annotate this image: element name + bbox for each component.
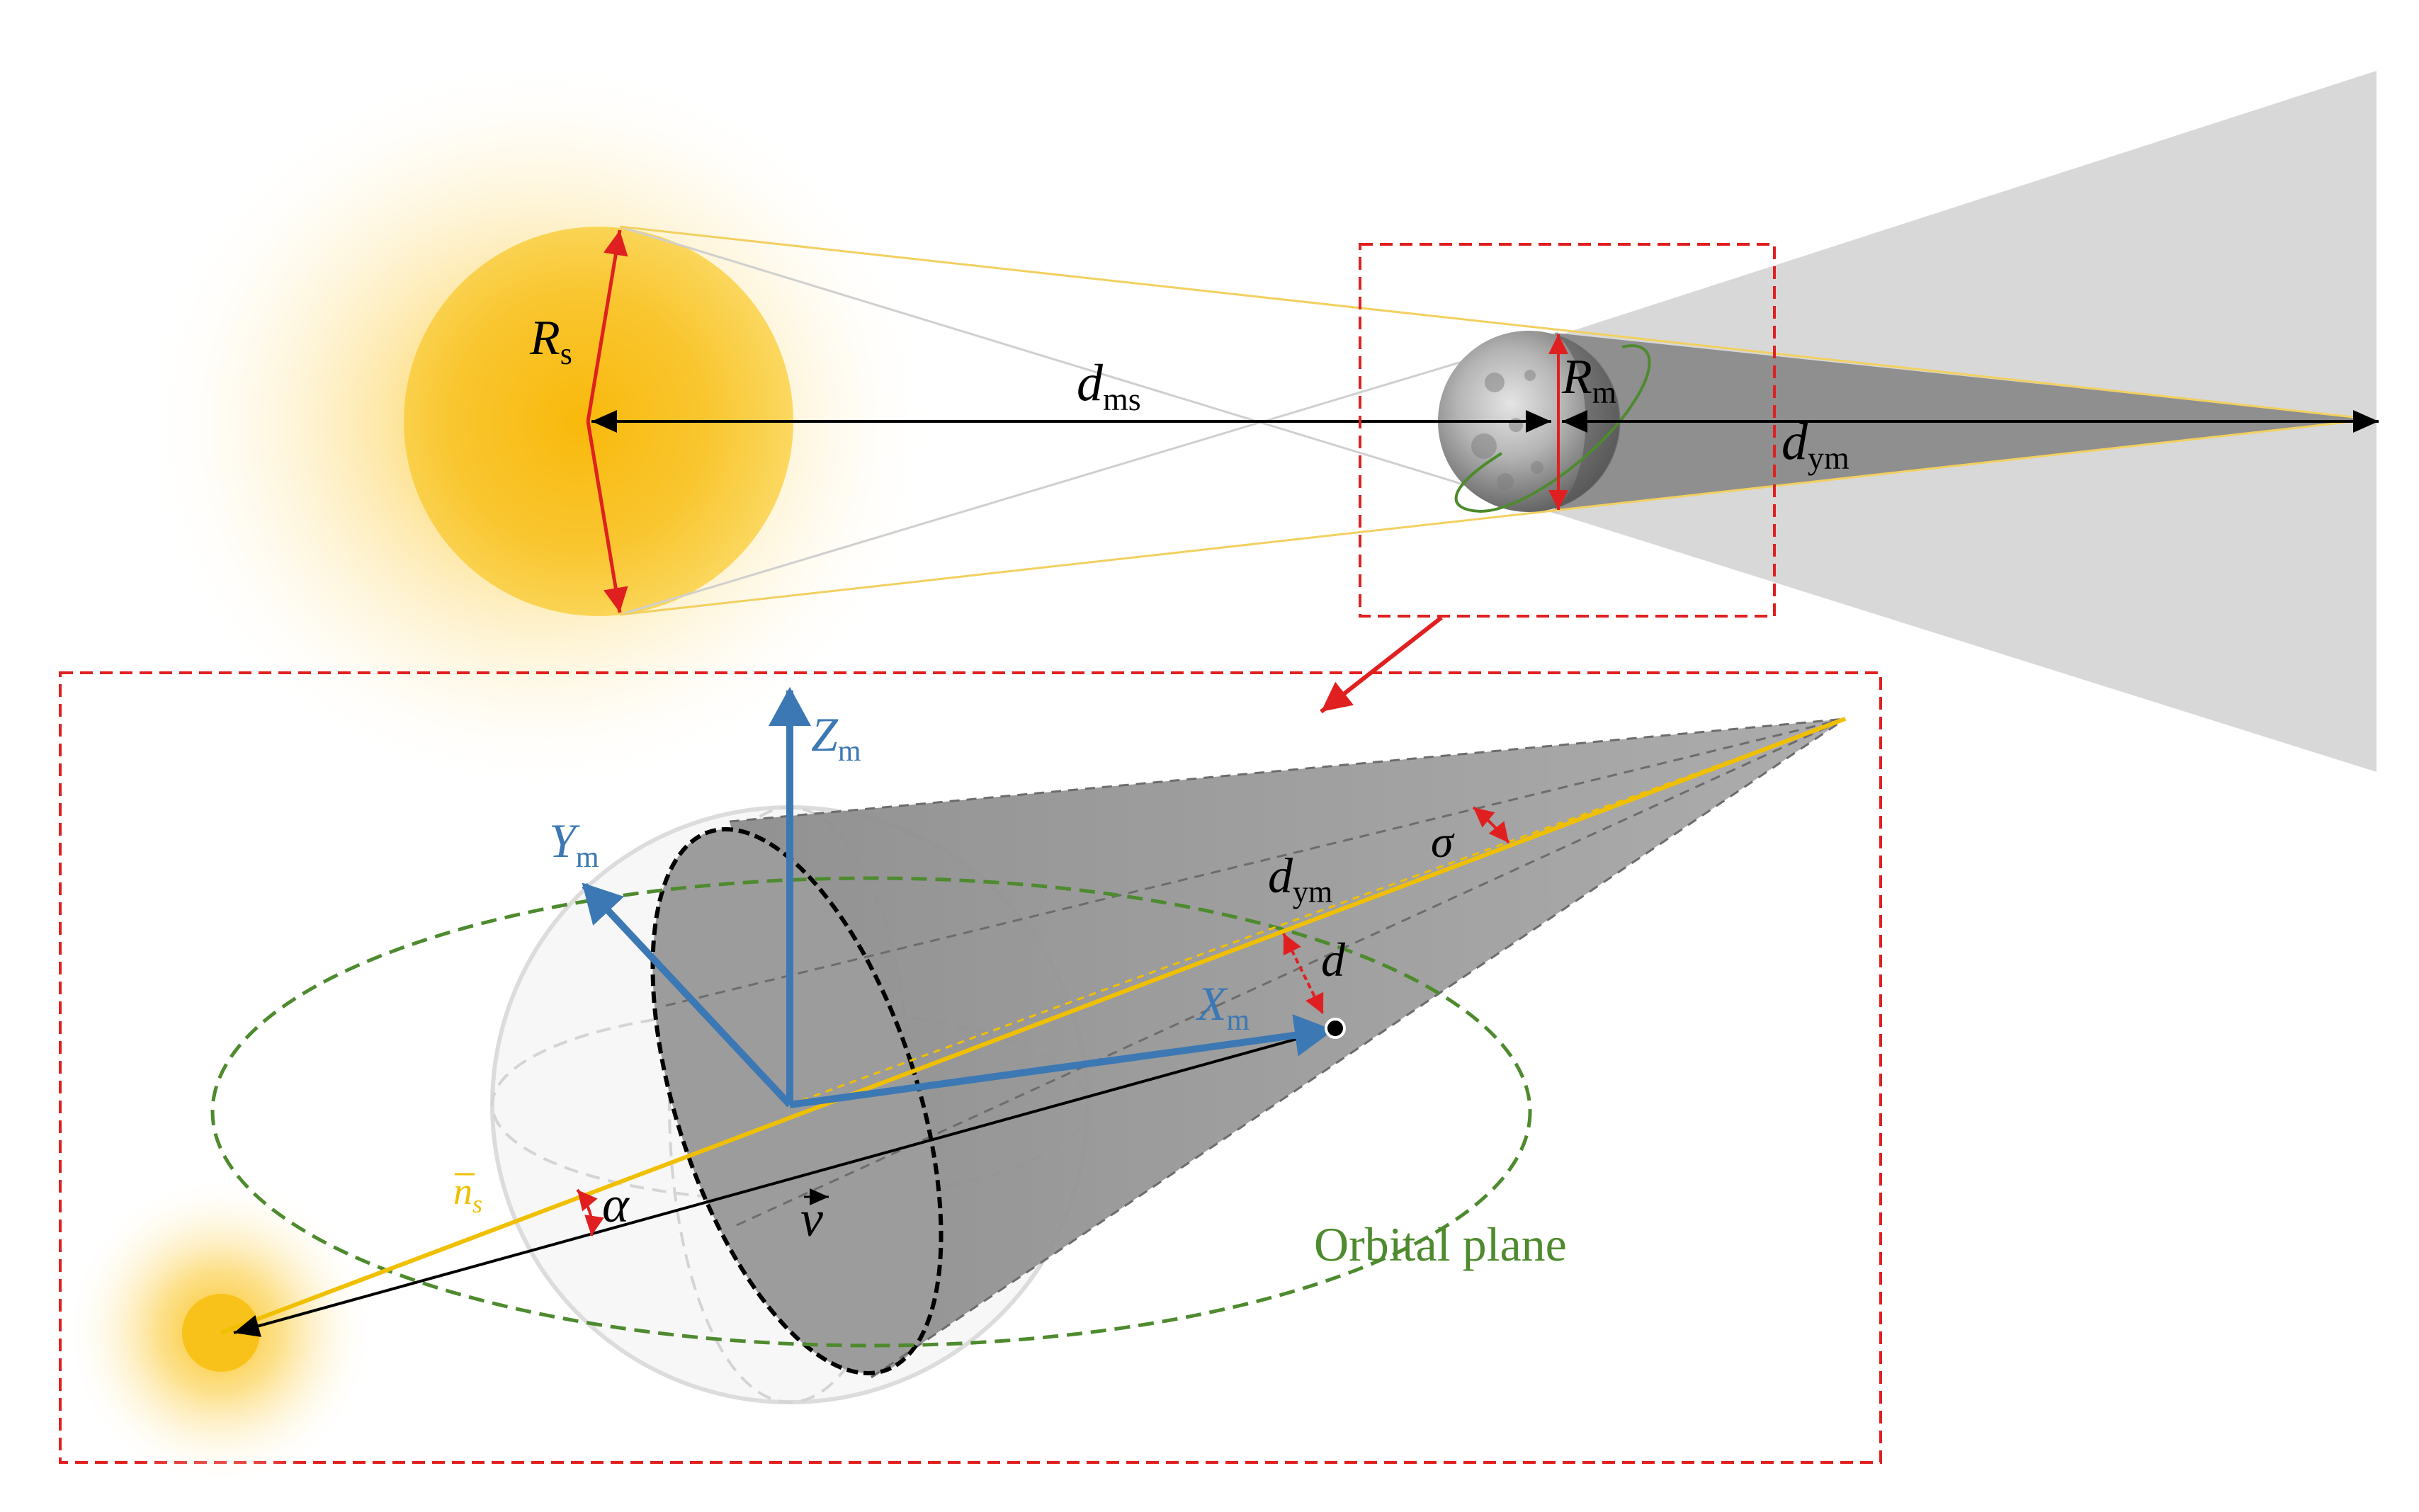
xm-axis — [789, 1014, 1334, 1108]
penumbra-line-1 — [619, 225, 1559, 515]
tangent-line-top — [619, 225, 2374, 421]
velocity-line — [233, 1027, 1336, 1337]
zm-label: Zm — [811, 707, 861, 768]
alpha-label: α — [602, 1176, 630, 1233]
rs-arrow-upper — [586, 229, 628, 422]
cone-guide-lines — [665, 717, 1846, 1379]
sigma-label: σ — [1431, 817, 1455, 867]
dym-label-bottom: dym — [1268, 849, 1332, 909]
orbital-plane-label: Orbital plane — [1314, 1217, 1567, 1271]
top-panel: Rs dms Rm dym — [142, 57, 2379, 793]
tangent-line-bottom — [619, 418, 2374, 616]
rm-label: Rm — [1561, 350, 1616, 410]
dms-label: dms — [1077, 354, 1141, 417]
zoom-box — [1359, 243, 1776, 618]
zoom-pointer-arrow — [1320, 615, 1443, 714]
ym-axis — [582, 882, 793, 1108]
rs-arrow-lower — [586, 421, 628, 613]
orbital-plane-ellipse — [210, 876, 1532, 1348]
alpha-arc — [576, 1188, 604, 1237]
v-label: v — [800, 1190, 823, 1247]
d-label: d — [1321, 933, 1346, 987]
d-arrow — [1282, 933, 1325, 1015]
bottom-panel: Zm Ym Xm σ dym d α v ns Orbital plane — [59, 671, 1882, 1487]
sun-direction-line — [220, 717, 1847, 1335]
xm-label: Xm — [1195, 977, 1250, 1037]
rs-label: Rs — [529, 311, 572, 371]
satellite-point — [1325, 1018, 1346, 1039]
ns-label: ns — [453, 1170, 482, 1218]
zoom-detail-frame — [59, 671, 1882, 1464]
penumbra-line-2 — [619, 331, 1559, 616]
sun-direction-dashed — [789, 717, 1846, 1106]
dym-label: dym — [1781, 413, 1849, 476]
sigma-arrow — [1472, 806, 1510, 844]
terminator-ellipse — [650, 826, 944, 1376]
ym-label: Ym — [549, 814, 599, 874]
